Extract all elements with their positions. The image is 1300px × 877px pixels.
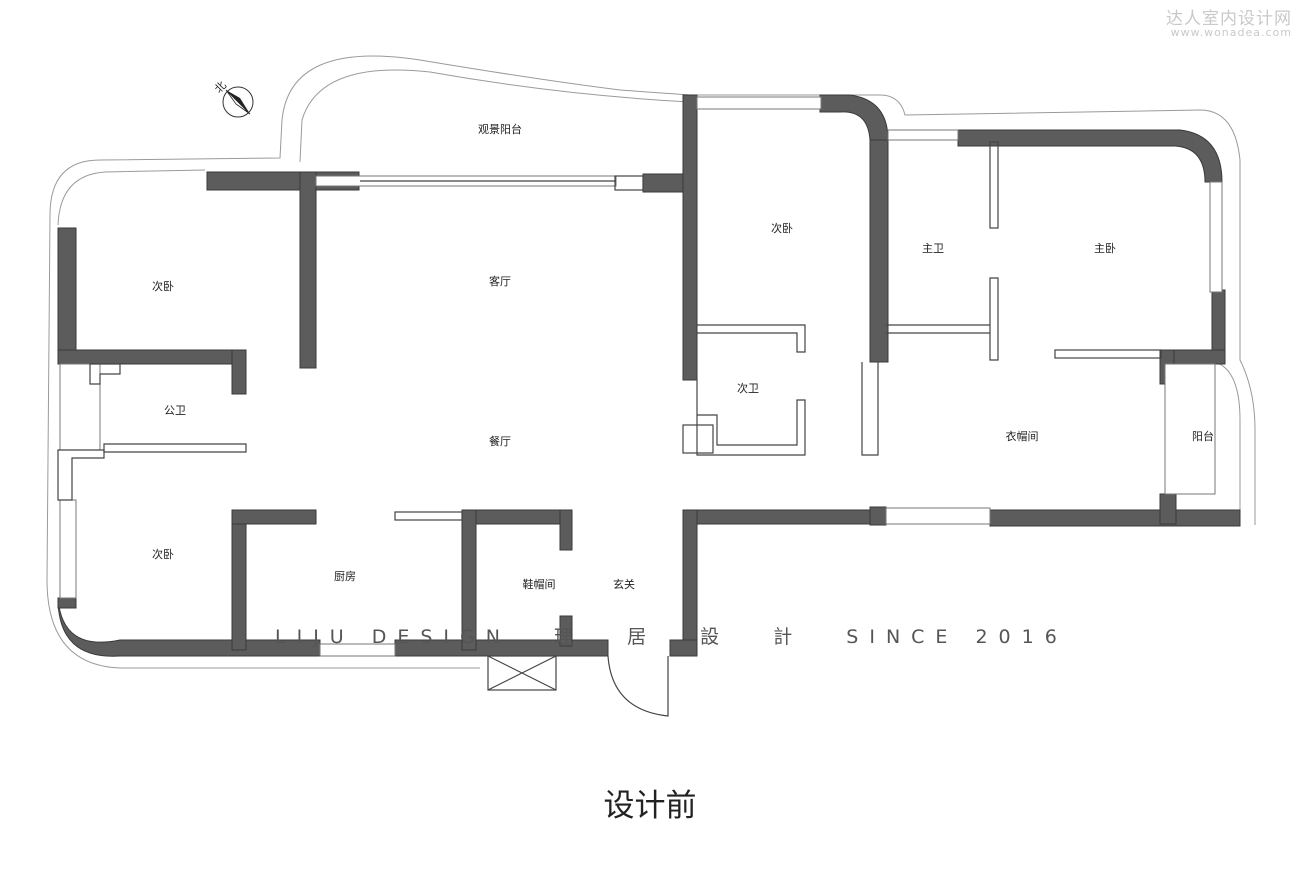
- label-entrance: 玄关: [613, 577, 635, 591]
- label-public-bath: 公卫: [164, 404, 186, 417]
- label-living-room: 客厅: [489, 274, 511, 288]
- walls: [57, 94, 1241, 657]
- label-walk-in-closet: 衣帽间: [1006, 429, 1039, 443]
- label-kitchen: 厨房: [334, 570, 356, 583]
- label-master-bath: 主卫: [922, 242, 944, 255]
- brand-since: SINCE 2016: [846, 626, 1068, 648]
- label-bedroom-west-south: 次卧: [152, 547, 174, 561]
- label-secondary-bath: 次卫: [737, 381, 759, 395]
- label-bedroom-middle: 次卧: [771, 221, 793, 235]
- label-balcony: 阳台: [1192, 429, 1214, 443]
- compass-north-label: 北: [212, 79, 229, 96]
- floor-plan: 北: [46, 55, 1256, 717]
- partitions: [57, 96, 1223, 717]
- brand-char-3: 設: [700, 626, 731, 648]
- watermark-site-url: www.wonadea.com: [1170, 26, 1292, 39]
- label-dining-room: 餐厅: [489, 434, 511, 448]
- brand-char-4: 計: [773, 626, 804, 648]
- plan-caption: 设计前: [603, 788, 697, 824]
- watermark-site-name: 达人室内设计网: [1166, 9, 1292, 29]
- brand-latin: LIJU DESIGN: [275, 626, 511, 648]
- brand-watermark: LIJU DESIGN 理 居 設 計 SINCE 2016: [275, 622, 1094, 649]
- label-bedroom-west-north: 次卧: [152, 279, 174, 293]
- label-shoe-closet: 鞋帽间: [523, 577, 556, 591]
- label-master-bedroom: 主卧: [1094, 242, 1116, 255]
- slab-outline: [46, 55, 1256, 669]
- brand-char-2: 居: [627, 626, 658, 648]
- label-scenic-balcony: 观景阳台: [478, 122, 522, 136]
- brand-char-1: 理: [554, 626, 585, 648]
- north-compass-icon: [222, 86, 254, 118]
